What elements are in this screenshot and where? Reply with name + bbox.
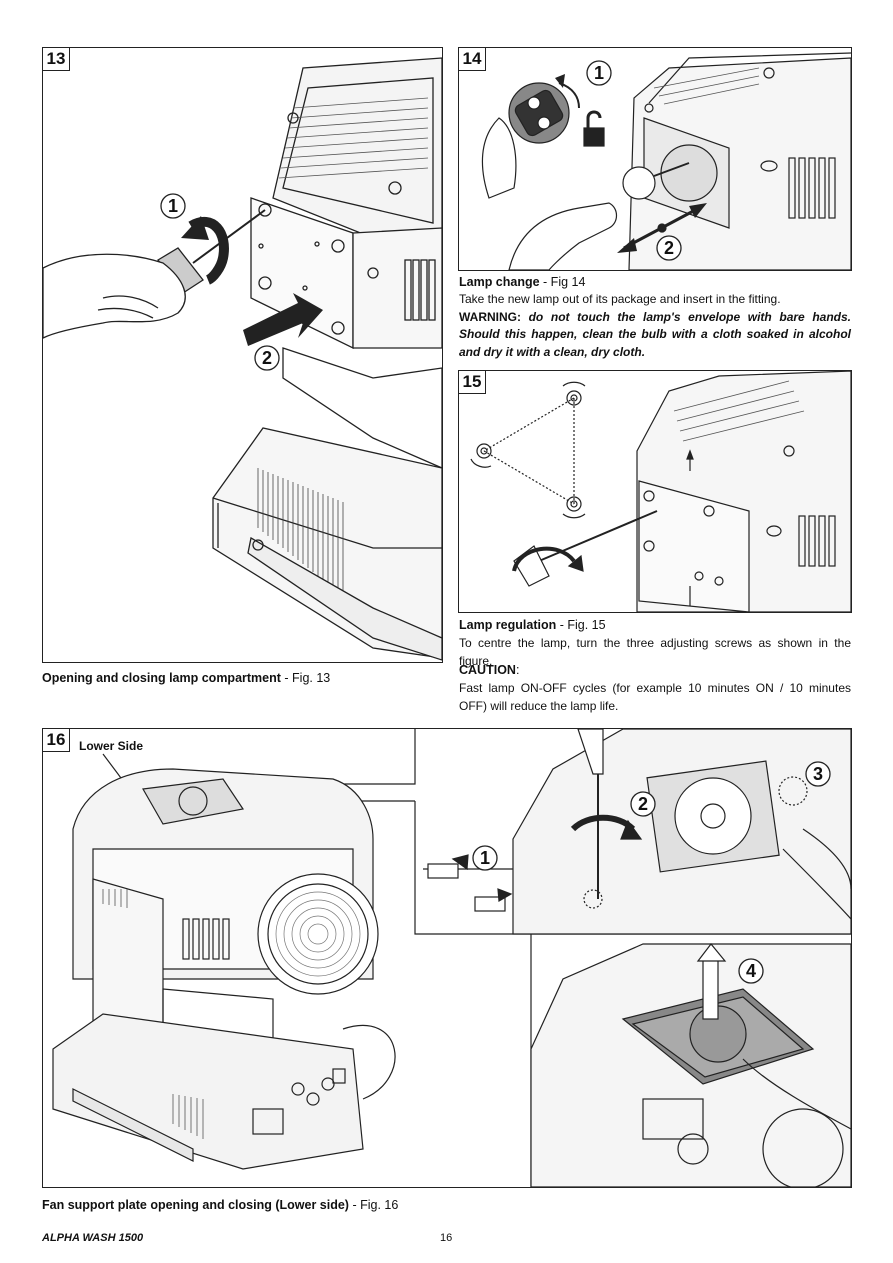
figure-number: 14 (459, 48, 486, 71)
figure-13-illustration (43, 57, 442, 661)
figure-15: 15 (458, 370, 852, 613)
figure-16: 16 Lower Side (42, 728, 852, 1188)
warning-label: WARNING: (459, 309, 521, 324)
figure-14-illustration (481, 52, 851, 270)
figure-14: 14 (458, 47, 852, 271)
caption-fig-ref: - Fig. 16 (348, 1198, 399, 1212)
caption-title: Opening and closing lamp compartment (42, 671, 281, 685)
figure-16-caption: Fan support plate opening and closing (L… (42, 1197, 398, 1214)
caption-title: Fan support plate opening and closing (L… (42, 1198, 349, 1212)
caption-title: Lamp change (459, 275, 540, 289)
caption-fig-ref: - Fig 14 (539, 275, 586, 289)
footer-product-title: ALPHA WASH 1500 (42, 1232, 144, 1244)
caution-heading: CAUTION: (459, 662, 519, 679)
callout-1: 1 (479, 848, 490, 868)
callout-2: 2 (663, 238, 674, 258)
caption-fig-ref: - Fig. 13 (280, 671, 331, 685)
caption-title: Lamp regulation (459, 618, 557, 632)
caution-text: Fast lamp ON-OFF cycles (for example 10 … (459, 681, 851, 713)
figure-15-illustration (470, 371, 851, 612)
callout-4: 4 (745, 961, 756, 981)
figure-14-caption: Lamp change - Fig 14 (459, 274, 585, 291)
figure-15-caption: Lamp regulation - Fig. 15 (459, 617, 606, 634)
page-number: 16 (440, 1232, 453, 1244)
lamp-change-text: Take the new lamp out of its package and… (459, 291, 851, 361)
callout-1: 1 (167, 196, 178, 216)
callout-2: 2 (261, 348, 272, 368)
lamp-regulation-text: To centre the lamp, turn the three adjus… (459, 636, 851, 668)
figure-13-caption: Opening and closing lamp compartment - F… (42, 670, 330, 687)
callout-3: 3 (812, 764, 823, 784)
figure-number: 13 (43, 48, 70, 71)
lamp-change-instruction: Take the new lamp out of its package and… (459, 292, 781, 306)
caution-colon: : (515, 663, 520, 677)
callout-2: 2 (637, 794, 648, 814)
figure-13: 13 (42, 47, 443, 663)
callout-1: 1 (593, 63, 604, 83)
caption-fig-ref: - Fig. 15 (556, 618, 606, 632)
caution-label: CAUTION (459, 663, 516, 677)
figure-number: 16 (43, 729, 70, 752)
figure-16-illustration (52, 729, 851, 1187)
warning-text: do not touch the lamp's envelope with ba… (459, 309, 851, 359)
lower-side-label: Lower Side (79, 739, 144, 753)
figure-number: 15 (459, 371, 486, 394)
